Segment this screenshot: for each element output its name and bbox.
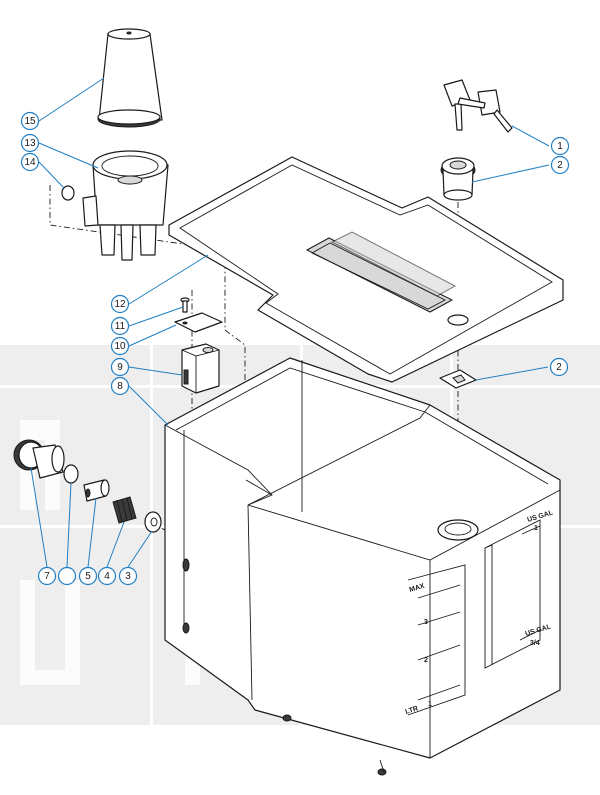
scale-mark-1: 1 bbox=[428, 701, 432, 708]
callout-leader bbox=[128, 366, 183, 376]
callout-label: 13 bbox=[24, 138, 36, 149]
callout-label: 2 bbox=[557, 160, 563, 171]
lid-latch bbox=[439, 369, 477, 389]
tank-lid bbox=[168, 156, 564, 383]
callout-c5: 5 bbox=[78, 497, 98, 586]
callout-circle bbox=[20, 133, 40, 153]
callout-c13: 13 bbox=[20, 133, 99, 169]
callout-leader bbox=[87, 497, 97, 568]
callout-c2b: 2 bbox=[475, 357, 569, 381]
callout-leader bbox=[471, 164, 550, 183]
callout-circle bbox=[110, 316, 130, 336]
o-ring-valve bbox=[63, 464, 79, 484]
callout-label: 9 bbox=[117, 362, 123, 373]
callout-circle bbox=[97, 566, 117, 586]
callout-c4: 4 bbox=[97, 521, 125, 586]
callout-c11: 11 bbox=[110, 306, 184, 336]
scale-mark-3: 3 bbox=[424, 619, 428, 626]
scale-max: MAX bbox=[409, 583, 426, 594]
plate bbox=[174, 312, 223, 333]
callout-c7: 7 bbox=[30, 467, 57, 586]
callout-c2a: 2 bbox=[471, 155, 570, 183]
callout-circle bbox=[20, 152, 40, 172]
washer bbox=[144, 511, 162, 533]
callout-label: 2 bbox=[556, 362, 562, 373]
callout-circle bbox=[110, 336, 130, 356]
callout-circle bbox=[78, 566, 98, 586]
spring bbox=[112, 496, 137, 524]
callout-circle bbox=[110, 376, 130, 396]
callout-c6: 6 bbox=[57, 482, 77, 586]
filter-housing bbox=[82, 150, 169, 261]
callout-leader bbox=[128, 385, 169, 426]
scale-ltr: LTR bbox=[405, 705, 420, 716]
callout-label: 3 bbox=[125, 571, 131, 582]
callout-circle bbox=[110, 357, 130, 377]
callout-c3: 3 bbox=[118, 530, 153, 586]
callout-label: 6 bbox=[64, 571, 70, 582]
screw bbox=[180, 297, 190, 313]
callout-label: 14 bbox=[24, 157, 36, 168]
scale-gal-half: 3/4 bbox=[530, 640, 540, 647]
callout-leader bbox=[128, 254, 209, 305]
callout-c1: 1 bbox=[511, 125, 570, 156]
callout-circle bbox=[550, 155, 570, 175]
valve-plunger bbox=[83, 479, 110, 502]
callout-leader bbox=[128, 306, 184, 327]
callout-circle bbox=[37, 566, 57, 586]
callout-c10: 10 bbox=[110, 324, 177, 356]
callout-leader bbox=[127, 530, 153, 568]
callout-leader bbox=[38, 142, 99, 169]
water-tank bbox=[164, 357, 561, 776]
callout-label: 5 bbox=[85, 571, 91, 582]
callout-leader bbox=[106, 521, 125, 568]
callout-circle bbox=[20, 111, 40, 131]
callout-label: 4 bbox=[104, 571, 110, 582]
callout-circle bbox=[549, 357, 569, 377]
callout-label: 8 bbox=[117, 381, 123, 392]
o-ring-small bbox=[61, 185, 75, 201]
callout-circle bbox=[57, 566, 77, 586]
callout-leader bbox=[38, 77, 105, 122]
callout-leader bbox=[511, 125, 550, 147]
callout-leader bbox=[38, 161, 65, 189]
callout-c15: 15 bbox=[20, 77, 105, 131]
scale-mark-2: 2 bbox=[424, 657, 428, 664]
callout-leader bbox=[475, 366, 549, 381]
float-switch bbox=[181, 343, 220, 394]
callout-c9: 9 bbox=[110, 357, 183, 377]
callout-leader bbox=[128, 324, 177, 347]
callout-c14: 14 bbox=[20, 152, 65, 189]
cup-filter bbox=[97, 28, 163, 128]
callout-label: 11 bbox=[115, 321, 126, 332]
callout-circle bbox=[110, 294, 130, 314]
callout-label: 12 bbox=[114, 299, 126, 310]
callout-leader bbox=[30, 467, 48, 568]
scale-gal-1: 1 bbox=[534, 525, 538, 532]
callout-label: 1 bbox=[557, 141, 563, 152]
callout-label: 10 bbox=[114, 341, 126, 352]
lock-cylinder bbox=[440, 157, 476, 201]
callout-label: 15 bbox=[24, 116, 36, 127]
callout-circle bbox=[550, 136, 570, 156]
callout-label: 7 bbox=[44, 571, 50, 582]
callout-circle bbox=[118, 566, 138, 586]
callout-leader bbox=[66, 482, 72, 568]
callout-c8: 8 bbox=[110, 376, 169, 426]
keys bbox=[443, 79, 513, 133]
callout-c12: 12 bbox=[110, 254, 209, 314]
